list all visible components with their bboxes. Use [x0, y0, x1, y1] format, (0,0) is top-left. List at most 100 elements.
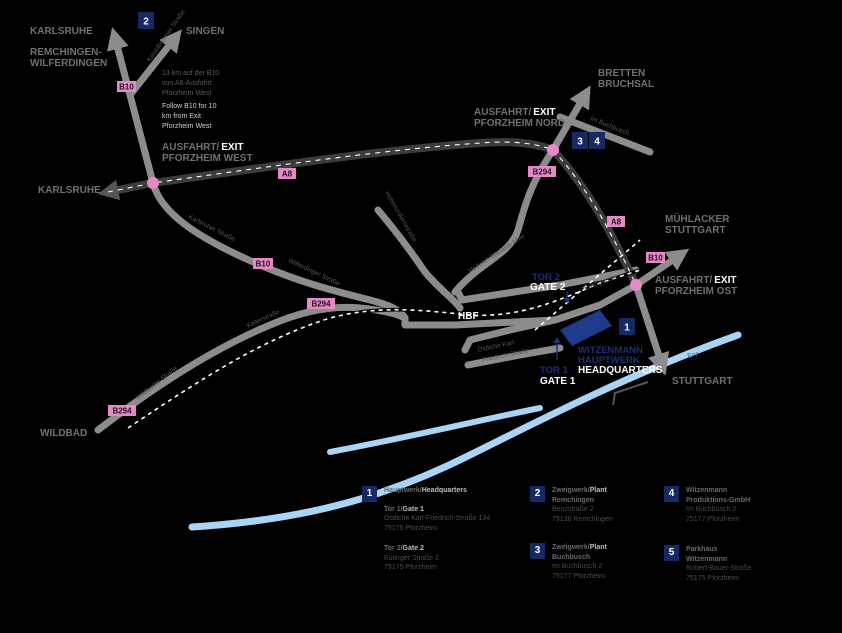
legend-gate-1-street: Östliche Karl-Friedrich-Straße 134	[384, 515, 491, 522]
badge-b294-top: B294	[528, 166, 556, 177]
street-enz: Enz	[687, 350, 700, 360]
place-remchingen-line2: WILFERDINGEN	[30, 58, 107, 69]
badge-b294-bottom: B294	[108, 405, 136, 416]
legend-heading-3-sub: Buchbusch	[552, 553, 591, 561]
legend-heading-2: Zweigwerk/Plant	[552, 487, 607, 494]
place-singen: SINGEN	[186, 26, 224, 37]
legend-gate-2-street: Eutinger Straße 2	[384, 554, 439, 562]
exit-nord-line2: PFORZHEIM NORD	[474, 118, 565, 129]
svg-text:4: 4	[594, 137, 600, 148]
note-en-line1: Follow B10 for 10	[162, 103, 217, 110]
gate-1-arrowhead	[553, 337, 561, 343]
note-de-line3: Pforzheim West	[162, 90, 211, 97]
place-muehlacker: MÜHLACKER	[665, 212, 730, 225]
note-en-line3: Pforzheim West	[162, 123, 211, 130]
exit-ost-line1: AUSFAHRT/EXIT	[655, 275, 736, 286]
interchange-ost	[630, 279, 642, 291]
note-de-line2: von A8-Ausfahrt	[162, 80, 212, 87]
gate-1-label-en: GATE 1	[540, 376, 576, 387]
legend-body-1: Hauptwerk/Headquarters Tor 1/Gate 1 Östl…	[384, 486, 534, 573]
place-remchingen-line1: REMCHINGEN-	[30, 47, 102, 58]
place-stuttgart-bottom: STUTTGART	[672, 376, 733, 387]
legend-heading-4-sub: Produktions-GmbH	[686, 496, 751, 504]
gate-2-label-de: TOR 2	[532, 272, 560, 283]
legend-city-3: 75177 Pforzheim	[552, 572, 605, 580]
svg-text:2: 2	[143, 17, 149, 28]
badge-b10-top: B10	[117, 81, 136, 92]
legend-city-5: 75175 Pforzheim	[686, 574, 739, 582]
badge-b10-right: B10	[646, 252, 665, 263]
svg-text:B294: B294	[532, 168, 552, 177]
legend-gate-2-city: 75175 Pforzheim	[384, 564, 437, 571]
badge-a8-left: A8	[278, 168, 296, 179]
legend-heading-3: Zweigwerk/Plant	[552, 544, 607, 551]
legend-gate-1-heading: Tor 1/Gate 1	[384, 505, 424, 513]
note-en-line2: km from Exit	[162, 113, 201, 120]
legend-city-2: 75136 Remchingen	[552, 515, 613, 523]
small-road	[612, 381, 649, 406]
exit-west-line1: AUSFAHRT/EXIT	[162, 142, 243, 153]
exit-west-line2: PFORZHEIM WEST	[162, 153, 253, 164]
legend-body-2: Zweigwerk/Plant Remchingen Benzstraße 2 …	[552, 486, 702, 524]
interchange-nord	[547, 144, 559, 156]
legend-street-4: Im Buchbusch 2	[686, 506, 737, 513]
hq-building	[560, 310, 612, 346]
legend-body-3: Zweigwerk/Plant Buchbusch Im Buchbusch 2…	[552, 543, 702, 581]
legend-marker-1: 1	[362, 486, 377, 502]
railway	[127, 239, 641, 430]
place-hbf: HBF	[458, 311, 479, 322]
legend-heading-2-sub: Remchingen	[552, 496, 595, 504]
svg-text:B10: B10	[648, 254, 663, 263]
legend-body-5: Parkhaus Witzenmann Robert-Bauer-Straße …	[686, 545, 836, 583]
legend-gate-1-city: 75175 Pforzheim	[384, 524, 437, 532]
hq-label-de-line2: HAUPTWERK	[578, 355, 640, 366]
street-heinrich-wieland: Heinrich-Wieland-Allee	[467, 233, 527, 275]
marker-4: 4	[589, 132, 605, 149]
badge-b10-mid: B10	[253, 258, 273, 269]
svg-text:B10: B10	[256, 260, 271, 269]
note-de-line1: 13 km auf der B10	[162, 70, 219, 77]
motorway-a8	[97, 138, 640, 289]
gate-2-arrowhead	[563, 298, 571, 303]
marker-2: 2	[138, 12, 154, 29]
interchange-west	[147, 177, 159, 189]
gate-1-label-de: TOR 1	[540, 365, 569, 376]
svg-text:3: 3	[577, 137, 583, 148]
svg-text:A8: A8	[611, 218, 622, 227]
marker-1: 1	[619, 318, 635, 335]
svg-text:1: 1	[624, 323, 630, 334]
badge-a8-right: A8	[607, 216, 625, 227]
legend-marker-2: 2	[530, 486, 545, 502]
legend-body-4: Witzenmann Produktions-GmbH Im Buchbusch…	[686, 486, 836, 524]
svg-text:B294: B294	[311, 300, 331, 309]
street-wildbader: Wildbader Straße	[135, 365, 179, 402]
svg-text:A8: A8	[282, 170, 293, 179]
hq-label-de-line1: WITZENMANN	[578, 345, 643, 356]
legend-heading-4: Witzenmann	[686, 487, 728, 494]
place-bretten: BRETTEN	[598, 68, 645, 79]
legend-city-4: 75177 Pforzheim	[686, 515, 739, 523]
legend-street-3: Im Buchbusch 2	[552, 563, 603, 570]
legend-street-5: Robert-Bauer-Straße	[686, 565, 752, 572]
legend-marker-3: 3	[530, 543, 545, 559]
exit-ost-line2: PFORZHEIM OST	[655, 286, 737, 297]
legend-heading-1: Hauptwerk/Headquarters	[384, 487, 467, 494]
svg-text:B10: B10	[119, 83, 134, 92]
place-stuttgart-right: STUTTGART	[665, 225, 726, 236]
badge-b294-mid: B294	[307, 298, 335, 309]
marker-3: 3	[572, 132, 588, 149]
exit-nord-line1: AUSFAHRT/EXIT	[474, 107, 555, 118]
place-wildbad: WILDBAD	[40, 428, 87, 439]
gate-2-label-en: GATE 2	[530, 282, 566, 293]
place-karlsruhe-top: KARLSRUHE	[30, 26, 93, 37]
legend-marker-5: 5	[664, 545, 679, 561]
legend-gate-2-heading: Tor 2/Gate 2	[384, 545, 424, 552]
legend-marker-4: 4	[664, 486, 679, 502]
place-karlsruhe-left: KARLSRUHE	[38, 185, 101, 196]
hq-label-en: HEADQUARTERS	[578, 365, 663, 376]
svg-text:B294: B294	[112, 407, 132, 416]
place-bruchsal: BRUCHSAL	[598, 79, 654, 90]
local-roads	[94, 27, 690, 434]
legend-heading-5-sub: Witzenmann	[686, 555, 728, 563]
